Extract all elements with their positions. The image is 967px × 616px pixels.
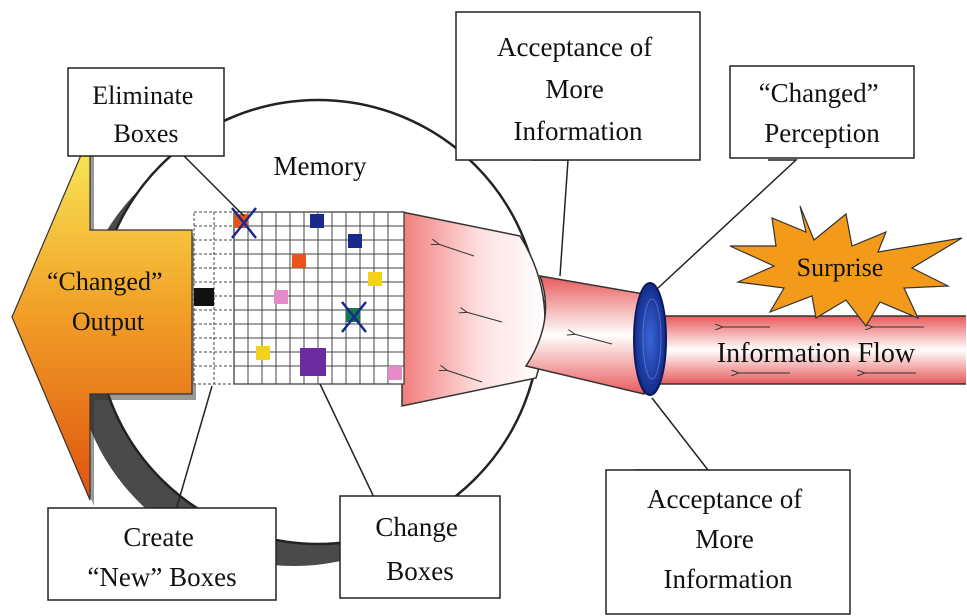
new-boxes-column — [193, 211, 235, 385]
memory-label: Memory — [274, 151, 367, 181]
surprise-label: Surprise — [797, 253, 884, 282]
output-arrow: “Changed” Output — [11, 133, 196, 506]
callout-eliminate-boxes: Eliminate Boxes — [67, 67, 225, 157]
callout-acceptance-top: Acceptance of More Information — [455, 11, 701, 161]
memory-grid: Memory — [231, 151, 405, 385]
grid-box-yellow — [368, 272, 382, 286]
perception-lens — [633, 282, 667, 396]
middle-pipe — [524, 275, 645, 395]
svg-text:“Changed” Perception: “Changed” Perception — [759, 78, 886, 148]
eliminate-x-mark — [341, 301, 367, 333]
grid-box-blue — [310, 214, 324, 228]
callout-change-boxes: Change Boxes — [339, 495, 501, 599]
svg-text:Acceptance of More: Acceptance of More Information — [647, 484, 809, 594]
surprise-burst: Surprise — [729, 205, 963, 328]
grid-box-blue — [348, 234, 362, 248]
svg-text:Eliminate Boxes: Eliminate Boxes — [92, 81, 200, 148]
svg-text:Acceptance of More: Acceptance of More Information — [497, 32, 659, 146]
information-flow-pipe: Information Flow — [650, 315, 966, 385]
callout-changed-perception: “Changed” Perception — [729, 65, 915, 159]
new-box-black — [194, 288, 214, 306]
information-flow-label: Information Flow — [717, 338, 916, 369]
memory-cone — [401, 211, 546, 407]
callout-acceptance-bottom: Acceptance of More Information — [605, 469, 851, 615]
callout-create-new-boxes: Create “New” Boxes — [47, 507, 277, 601]
eliminate-x-mark — [231, 207, 257, 239]
svg-text:Create “New” Boxes: Create “New” Boxes — [87, 522, 236, 592]
grid-box-yellow — [256, 346, 270, 360]
grid-box-pink — [388, 366, 402, 380]
grid-box-orange — [292, 254, 306, 268]
svg-text:Change Boxes: Change Boxes — [375, 512, 464, 586]
changed-output-label: “Changed” Output — [47, 267, 169, 336]
grid-box-purple-changed — [300, 348, 326, 376]
grid-box-pink — [274, 290, 288, 304]
